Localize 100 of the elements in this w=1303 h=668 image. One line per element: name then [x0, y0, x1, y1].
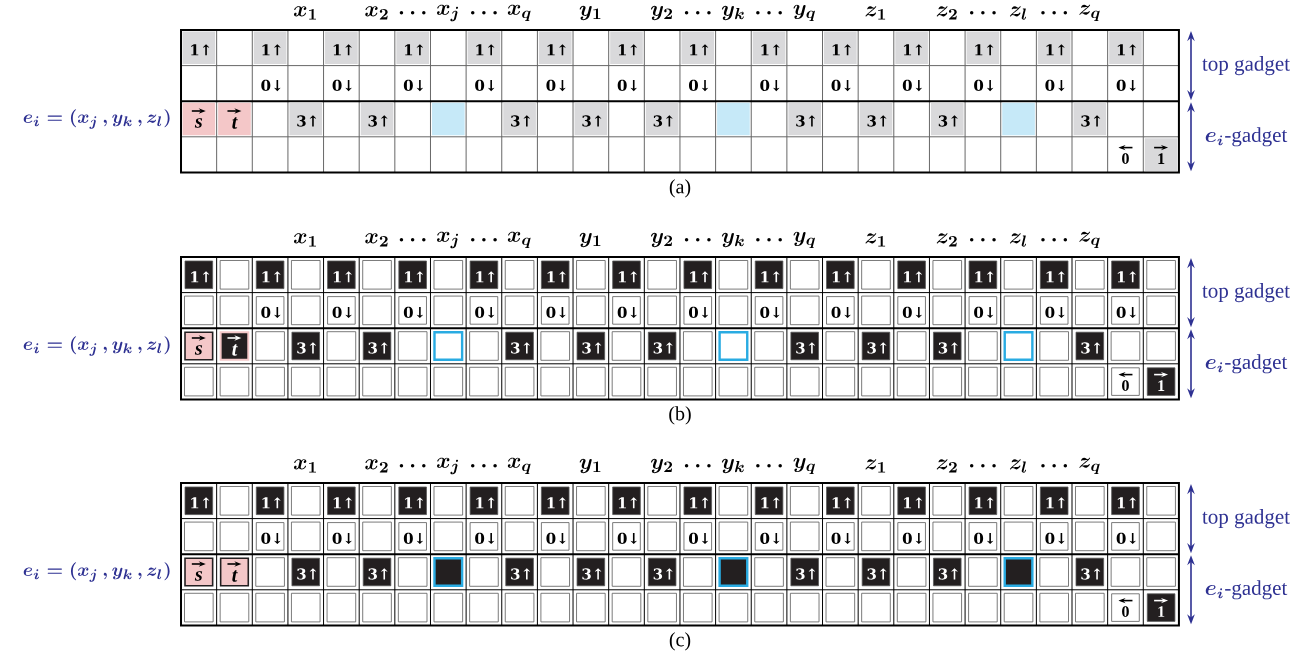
grid-cell: 3↑ [790, 331, 819, 361]
edge-equation: $e_i = (x_j\,,y_k\,,z_l)$ [23, 336, 170, 356]
grid-cell: 3↑ [788, 102, 821, 136]
gadget-label: top gadget [1202, 56, 1290, 76]
grid-cell: 3↑ [503, 102, 536, 136]
grid-cell: 3↑ [1073, 102, 1107, 136]
grid-cell: 3↑ [933, 557, 962, 587]
grid-cell: s [182, 102, 216, 136]
grid-cell: 1↑ [541, 260, 570, 289]
grid-cell: 0↓ [688, 79, 709, 92]
grid-cell: 3↑ [291, 557, 320, 587]
grid-cell: 1↑ [968, 260, 998, 289]
grid-cell: 0↓ [612, 296, 641, 325]
grid-cell: 3↑ [645, 102, 679, 136]
grid-cell: 0↓ [469, 296, 499, 325]
grid-cell: 1↑ [897, 260, 926, 289]
panel-caption: (c) [669, 632, 691, 651]
column-label: $\cdots$ [756, 10, 782, 15]
grid-cell: 0↓ [403, 79, 423, 92]
grid-cell: 1↑ [610, 31, 643, 65]
grid-cell: 1↑ [325, 31, 358, 65]
grid-cell: 0↓ [327, 522, 356, 551]
grid-cell: 0↓ [1039, 522, 1069, 551]
grid-cell: t [219, 557, 250, 587]
grid-cell: 0↓ [683, 522, 712, 551]
grid-cell: 1↑ [398, 486, 427, 515]
column-label: $x_j$ [437, 4, 459, 22]
column-label: $\cdots$ [399, 463, 426, 468]
grid-cell: 3↑ [861, 557, 891, 587]
grid-cell: 3↑ [859, 102, 893, 136]
grid-cell: 0↓ [327, 296, 356, 325]
grid-cell: 1↑ [754, 486, 784, 515]
edge-equation: $e_i = (x_j\,,y_k\,,z_l)$ [23, 562, 170, 582]
grid-cell: t [218, 102, 251, 136]
column-label: $x_1$ [294, 459, 316, 473]
grid-cell: 3↑ [1075, 331, 1105, 361]
grid-cell: 0↓ [1116, 79, 1136, 92]
grid-cell: 0↓ [902, 79, 922, 92]
column-label: $y_2$ [650, 458, 672, 474]
column-label: $z_l$ [1009, 233, 1026, 247]
column-label: $z_2$ [936, 233, 957, 247]
column-label: $x_1$ [294, 6, 316, 20]
grid-cell: 0↓ [255, 296, 285, 325]
column-label: $z_q$ [1079, 457, 1100, 475]
grid-cell: 3↑ [362, 331, 392, 361]
grid-cell: 1↑ [1109, 31, 1142, 65]
grid-cell: 0↓ [1111, 296, 1140, 325]
grid-cell: 0↓ [1111, 522, 1140, 551]
column-label: $x_q$ [507, 457, 531, 475]
grid-cell: 3↑ [933, 331, 962, 361]
grid-cell: 1↑ [824, 31, 857, 65]
grid-cell: 1↑ [752, 31, 786, 65]
gadget-label: $e_i\mbox{-gadget}$ [1205, 580, 1288, 600]
grid-cell: 1↑ [968, 486, 998, 515]
column-label: $\cdots$ [684, 463, 711, 468]
column-label: $\cdots$ [684, 10, 711, 15]
column-label: $z_q$ [1079, 4, 1100, 22]
column-label: $z_1$ [865, 459, 886, 473]
grid-cell: 0↓ [754, 522, 784, 551]
grid-cell: 1↑ [826, 260, 855, 289]
column-label: $y_q$ [793, 4, 815, 22]
grid-cell: 3↑ [861, 331, 891, 361]
grid-cell: 0↓ [541, 522, 570, 551]
grid-cell: 0↓ [968, 522, 998, 551]
grid-cell: 1↑ [1111, 260, 1140, 289]
grid-cell: 1↑ [1111, 486, 1140, 515]
column-label: $z_1$ [865, 6, 886, 20]
column-label: $\cdots$ [399, 237, 426, 242]
grid-cell: 1↑ [396, 31, 429, 65]
gadget-label: $e_i\mbox{-gadget}$ [1205, 354, 1288, 374]
grid-cell: 1↑ [327, 260, 356, 289]
column-label: $x_q$ [507, 4, 531, 22]
column-label: $\cdots$ [1041, 463, 1068, 468]
grid-cell: 1↑ [398, 260, 427, 289]
grid-cell: 1↑ [895, 31, 928, 65]
grid-cell: 1 [1146, 593, 1176, 622]
grid-cell: 0↓ [897, 296, 926, 325]
grid-cell: 1↑ [255, 486, 285, 515]
grid-cell: 0↓ [261, 79, 281, 92]
column-label: $x_j$ [437, 457, 459, 475]
grid-cell: 3↑ [930, 102, 964, 136]
grid-cell: 1 [1144, 138, 1178, 171]
grid-cell: 1↑ [255, 260, 285, 289]
column-label: $x_1$ [294, 233, 316, 247]
column-label: $y_k$ [721, 5, 744, 21]
column-label: $y_q$ [793, 231, 815, 249]
grid-cell: 1↑ [327, 486, 356, 515]
grid-cell: 0↓ [897, 522, 926, 551]
column-label: $\cdots$ [684, 237, 711, 242]
column-label: $x_2$ [365, 6, 388, 20]
column-label: $\cdots$ [970, 10, 996, 15]
grid-cell: 3↑ [790, 557, 819, 587]
gadget-label: top gadget [1202, 283, 1290, 303]
grid-cell: 1↑ [184, 260, 214, 289]
grid-cell: 0↓ [475, 79, 495, 92]
grid-cell: 0↓ [974, 79, 994, 92]
grid-cell: 0↓ [826, 296, 855, 325]
grid-cell: 1↑ [1039, 486, 1069, 515]
column-label: $y_1$ [579, 458, 601, 474]
column-label: $x_2$ [365, 459, 388, 473]
